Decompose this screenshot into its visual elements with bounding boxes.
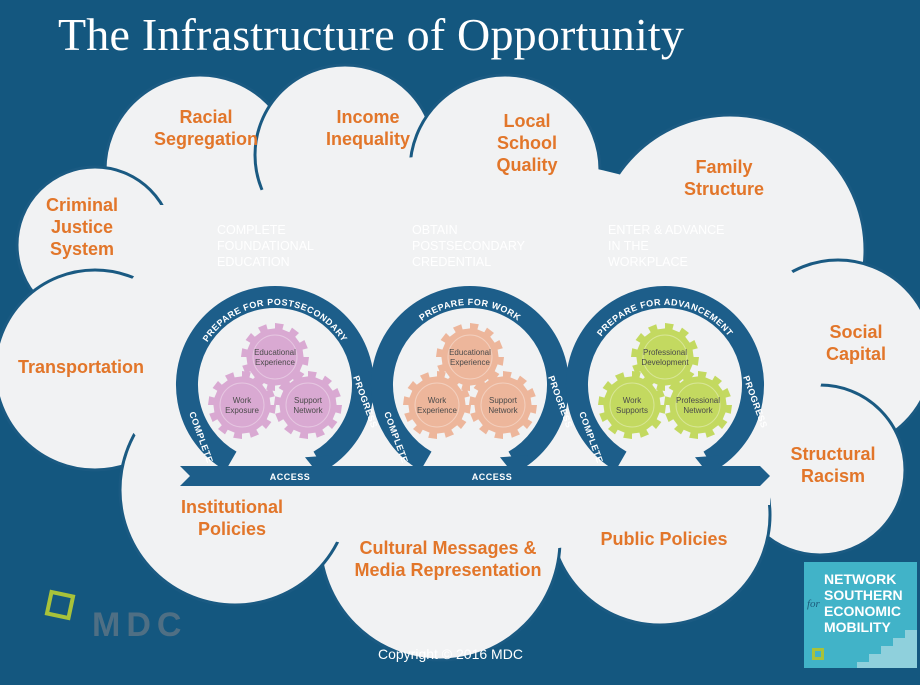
wheel-ring xyxy=(566,286,764,471)
nsem-steps-icon xyxy=(857,630,917,668)
access-label: ACCESS xyxy=(270,472,311,482)
gear-label: Supports xyxy=(616,406,648,415)
gear-label: Experience xyxy=(450,358,491,367)
copyright: Copyright © 2016 MDC xyxy=(378,646,523,662)
nsem-logo: NETWORK for SOUTHERN ECONOMIC MOBILITY xyxy=(804,562,917,668)
gear-label: Development xyxy=(641,358,689,367)
gear-label: Experience xyxy=(255,358,296,367)
access-bar: ACCESS ACCESS xyxy=(180,466,770,486)
nsem-square-icon xyxy=(812,648,824,660)
mdc-logo-icon xyxy=(44,589,76,621)
wheel-ring xyxy=(371,286,569,471)
gear-label: Work xyxy=(428,396,448,405)
wheel-arrowhead xyxy=(695,455,723,478)
gear-label: Professional xyxy=(676,396,720,405)
wheel-3: PREPARE FOR ADVANCEMENTCOMPLETEPROGRESSP… xyxy=(566,286,769,478)
nsem-line-3: ECONOMIC xyxy=(824,603,901,619)
mdc-logo-text: MDC xyxy=(92,606,188,644)
nsem-line-1: NETWORK xyxy=(824,571,897,587)
access-label: ACCESS xyxy=(472,472,513,482)
nsem-line-4: MOBILITY xyxy=(824,619,891,635)
factor-transportation: Transportation xyxy=(17,357,145,377)
gear-label: Network xyxy=(488,406,518,415)
wheel-2: PREPARE FOR WORKCOMPLETEPROGRESSEducatio… xyxy=(371,286,574,478)
gear-label: Work xyxy=(623,396,643,405)
wheel-arrowhead xyxy=(500,455,528,478)
factor-cultural-messages: Cultural Messages &Media Representation xyxy=(354,538,542,580)
wheel-ring xyxy=(176,286,374,471)
gear-label: Network xyxy=(683,406,713,415)
factor-public-policies: Public Policies xyxy=(600,529,728,549)
wheel-1: PREPARE FOR POSTSECONDARYCOMPLETEPROGRES… xyxy=(176,286,379,478)
gear-label: Educational xyxy=(254,348,296,357)
wheel-arrowhead xyxy=(305,455,333,478)
nsem-line-2: SOUTHERN xyxy=(824,587,903,603)
gear-label: Support xyxy=(294,396,323,405)
gear-label: Network xyxy=(293,406,323,415)
gear-label: Educational xyxy=(449,348,491,357)
gear-label: Work xyxy=(233,396,253,405)
gear-label: Exposure xyxy=(225,406,259,415)
gear-label: Professional xyxy=(643,348,687,357)
gear-label: Support xyxy=(489,396,518,405)
gear-label: Experience xyxy=(417,406,458,415)
page-title: The Infrastructure of Opportunity xyxy=(58,9,685,60)
nsem-for: for xyxy=(807,598,820,610)
access-bar-shape xyxy=(180,466,770,486)
